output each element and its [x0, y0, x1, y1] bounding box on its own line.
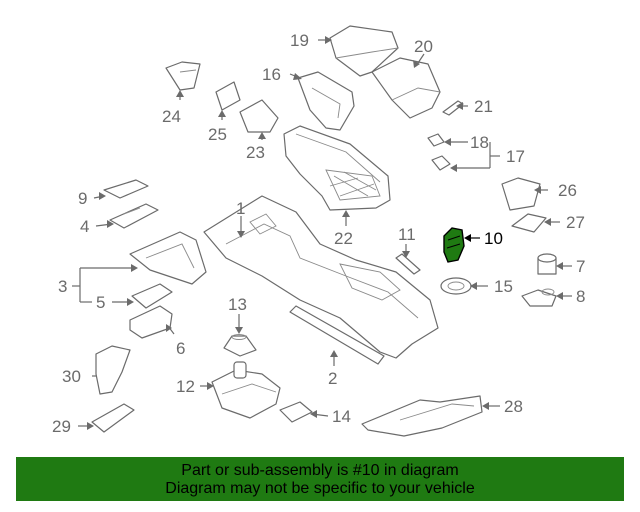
callout-21: 21 [474, 97, 493, 116]
callout-11: 11 [398, 225, 416, 244]
callout-12: 12 [176, 377, 195, 396]
part-14-module [279, 401, 313, 423]
footer-line-1: Part or sub-assembly is #10 in diagram [181, 462, 459, 479]
callout-15: 15 [494, 277, 513, 296]
part-12-shifter-base [211, 361, 281, 419]
callout-20: 20 [414, 37, 433, 56]
part-6-ashtray [129, 305, 173, 339]
callout-13: 13 [228, 295, 247, 314]
callout-3: 3 [58, 277, 67, 296]
part-11-trim-strip [395, 253, 421, 275]
part-10-highlighted [443, 227, 465, 263]
footer-banner: Part or sub-assembly is #10 in diagram D… [16, 457, 624, 501]
callout-22: 22 [334, 229, 353, 248]
part-24-box [165, 61, 201, 91]
part-23-cover [239, 99, 279, 133]
part-5-bin [131, 283, 173, 309]
part-1-center-console [203, 195, 439, 359]
part-15-ring [440, 277, 472, 295]
callout-16: 16 [262, 65, 281, 84]
callout-17: 17 [506, 147, 525, 166]
callout-30: 30 [62, 367, 81, 386]
part-28-handbrake [361, 395, 483, 437]
part-19-armrest-lid [329, 25, 399, 77]
part-27-mat [511, 213, 547, 233]
callout-14: 14 [332, 407, 351, 426]
callout-4: 4 [80, 217, 89, 236]
callout-5: 5 [96, 293, 105, 312]
part-30-boot-cover [95, 345, 131, 395]
part-8-socket [521, 288, 557, 307]
callout-8: 8 [576, 287, 585, 306]
callout-1: 1 [236, 199, 245, 218]
part-20-armrest [371, 57, 441, 119]
callout-6: 6 [176, 339, 185, 358]
parts-diagram: 1 2 3 4 5 6 7 8 9 10 11 12 13 14 15 16 1… [52, 25, 585, 437]
arrowheads [87, 36, 563, 430]
callout-23: 23 [246, 143, 265, 162]
callout-18: 18 [470, 133, 489, 152]
part-25-plate [215, 81, 241, 111]
callout-labels: 1 2 3 4 5 6 7 8 9 10 11 12 13 14 15 16 1… [52, 31, 585, 436]
callout-28: 28 [504, 397, 523, 416]
callout-29: 29 [52, 417, 71, 436]
callout-27: 27 [566, 213, 585, 232]
part-7-lighter [537, 253, 557, 275]
part-22-rear-console [283, 125, 391, 211]
part-18-connector [427, 133, 445, 147]
part-17-connector [431, 155, 451, 171]
part-3-trim-panel [129, 231, 207, 285]
part-29-handle [91, 403, 135, 433]
part-16-storage-tray [297, 71, 355, 131]
callout-9: 9 [78, 189, 87, 208]
callout-7: 7 [576, 257, 585, 276]
part-13-shift-boot [223, 334, 257, 357]
part-4-switch-panel [109, 203, 159, 229]
part-26-bracket [501, 177, 541, 211]
callout-19: 19 [290, 31, 309, 50]
callout-2: 2 [328, 369, 337, 388]
part-2-side-trim [289, 305, 385, 365]
callout-24: 24 [162, 107, 181, 126]
footer-line-2: Diagram may not be specific to your vehi… [165, 480, 475, 497]
callout-26: 26 [558, 181, 577, 200]
callout-25: 25 [208, 125, 227, 144]
part-9-cover-plate [103, 179, 149, 199]
callout-10-highlighted: 10 [484, 229, 503, 248]
